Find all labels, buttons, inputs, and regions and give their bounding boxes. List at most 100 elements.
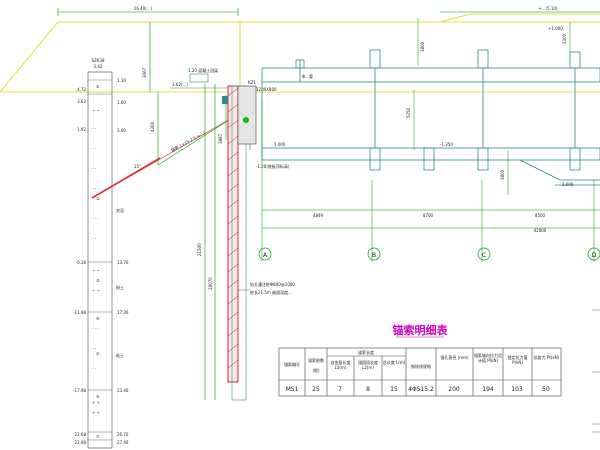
axis-bubble-a — [258, 247, 272, 261]
table-title: 锚索明细表 — [393, 323, 449, 337]
depth-label: 1.60 — [117, 100, 126, 105]
dim-1800: 1800 — [420, 41, 425, 52]
slab-level-label: -1.350 — [440, 142, 453, 147]
ramp-label: 2.000 — [562, 182, 574, 187]
depth-label: 17.30 — [117, 310, 129, 315]
borehole-elev-top: 3.42 — [94, 64, 103, 69]
table-header-design: 锚索轴向拉力设计值 P(kN) — [474, 353, 502, 363]
waler-block — [222, 96, 228, 104]
table-cell-design: 194 — [482, 386, 494, 393]
hatch-mark: ~ ~ — [92, 288, 100, 293]
axis-grid: 4849 8700 8500 42000 A B C D — [258, 213, 600, 261]
hatch-mark: - - — [92, 126, 97, 131]
elevation-label: 3.62 — [77, 99, 86, 104]
soil-note: 淤泥 — [116, 207, 124, 213]
hatch-mark: · · — [92, 146, 96, 151]
base-label: -1.20(底板顶标高) — [256, 163, 290, 169]
table-header-length-group: 锚索长度 — [358, 349, 374, 355]
table-cell-spec: 4ΦS15.2 — [408, 386, 434, 393]
layer-id: ⑤ — [96, 351, 100, 356]
borehole-column: SZK38 3.42 ~ ~ - - · · - - - - · · · - -… — [73, 58, 129, 449]
anchor-angle: 15° — [134, 164, 141, 169]
table-header-total: 总长度 L(m) — [382, 360, 406, 365]
elevation-label: -21.98 — [73, 440, 86, 445]
axis-label-d: D — [592, 252, 597, 259]
right-level-label: +1.000 — [548, 26, 563, 31]
table-header-free: 自由段长度 L1(m) — [330, 360, 351, 370]
soil-note: 粉土 — [116, 284, 124, 290]
right-edge-ticks — [592, 309, 600, 433]
pile-note-2: 桩长21.5m 嵌固深度... — [250, 289, 292, 295]
depth-label: 1.10 — [117, 78, 126, 83]
depth-label: 23.40 — [117, 388, 129, 393]
pile-length: 21500 — [197, 243, 202, 256]
table-cell-total: 15 — [390, 386, 398, 393]
table-cell-test: 50 — [542, 386, 550, 393]
borehole-title: SZK38 — [92, 58, 105, 63]
hatch-mark: - - — [92, 346, 97, 351]
dim-3800: 3800 — [500, 169, 505, 180]
dim-5250: 5250 — [406, 107, 411, 118]
layer-id: ⑥ — [96, 394, 100, 399]
hatch-mark: - - — [92, 186, 97, 191]
elevation-label: -0.18 — [76, 260, 87, 265]
table-header-spec: 钢绞线规格 — [411, 363, 431, 369]
table-cell-count: 25 — [312, 386, 320, 393]
table-cell-lock: 103 — [511, 386, 523, 393]
dim-3667: 3667 — [142, 67, 147, 78]
pile-note-1: 钻孔灌注桩Φ800@1000 — [250, 281, 295, 287]
beam-note: KZ1 — [248, 80, 256, 85]
axis-dim: 8700 — [423, 213, 434, 218]
dim-2300: 2300 — [562, 33, 567, 44]
layer-id: ① — [96, 84, 100, 89]
elevation-label: -17.98 — [73, 388, 86, 393]
table-header-count-unit: (根) — [312, 367, 320, 373]
anchor-table: 锚索明细表 锚索编号 锚索根数 (根) 锚索长度 自由段长度 L1(m) 锚固段… — [278, 323, 562, 397]
cap-detail-box — [189, 73, 209, 83]
table-header-count: 锚索根数 — [308, 357, 324, 363]
pipe-label: Φ...管 — [302, 73, 313, 79]
cap-label: 1.20 混凝土冠梁 — [188, 67, 218, 73]
table-header-test: 抗拔力 Pt(kN) — [533, 355, 560, 360]
elevation-label: 1.92 — [77, 127, 86, 132]
hatch-mark: ~ ~ — [92, 108, 100, 113]
hatch-mark: · · — [92, 366, 96, 371]
ground-lines — [0, 13, 600, 93]
anchor-label: 锚索 1×15.2 (L=...) — [170, 129, 206, 153]
table-cell-id: MS1 — [286, 386, 299, 393]
table-header-id: 锚索编号 — [284, 361, 300, 367]
axis-total-dim: 42000 — [534, 228, 547, 233]
capping-beam — [237, 85, 257, 145]
elevation-label: 4.72 — [77, 87, 86, 92]
table-cell-free: 7 — [338, 386, 342, 393]
dim-3887: 3887 — [218, 133, 223, 144]
axis-label-a: A — [263, 252, 268, 259]
anchor-cable: 锚索 1×15.2 (L=...) 15° — [91, 117, 233, 199]
dim-4300: 4300 — [150, 121, 155, 132]
elevation-label: -21.68 — [73, 432, 86, 437]
pile-embedment: 18070 — [208, 277, 213, 290]
layer-id: ⑦ — [96, 434, 100, 439]
ground-elev-label: 3.62(...) — [172, 82, 188, 87]
cap-level-label: 1.000 — [274, 142, 286, 147]
anchor-head-marker — [243, 117, 249, 123]
hatch-mark: ~ ~ — [92, 268, 100, 273]
table-cell-hole: 200 — [448, 386, 460, 393]
table-header-anchor: 锚固段长度 L2(m) — [358, 360, 378, 370]
top-right-label: +...(5.10) — [538, 6, 558, 11]
elevation-label: -11.98 — [73, 310, 86, 315]
table-cell-anchor: 8 — [366, 386, 370, 393]
depth-label: 3.60 — [117, 128, 126, 133]
layer-id: ② — [96, 196, 100, 201]
table-header-hole: 锚孔直径 (mm) — [440, 355, 469, 360]
layer-id: ③ — [96, 278, 100, 283]
axis-bubble-d — [587, 247, 600, 261]
basement-section — [261, 49, 600, 186]
hatch-mark: · · · — [92, 216, 98, 221]
depth-label: 13.70 — [117, 260, 129, 265]
axis-dim: 4849 — [313, 213, 324, 218]
hatch-mark: + + — [92, 400, 100, 405]
hatch-mark: · · · — [92, 326, 98, 331]
